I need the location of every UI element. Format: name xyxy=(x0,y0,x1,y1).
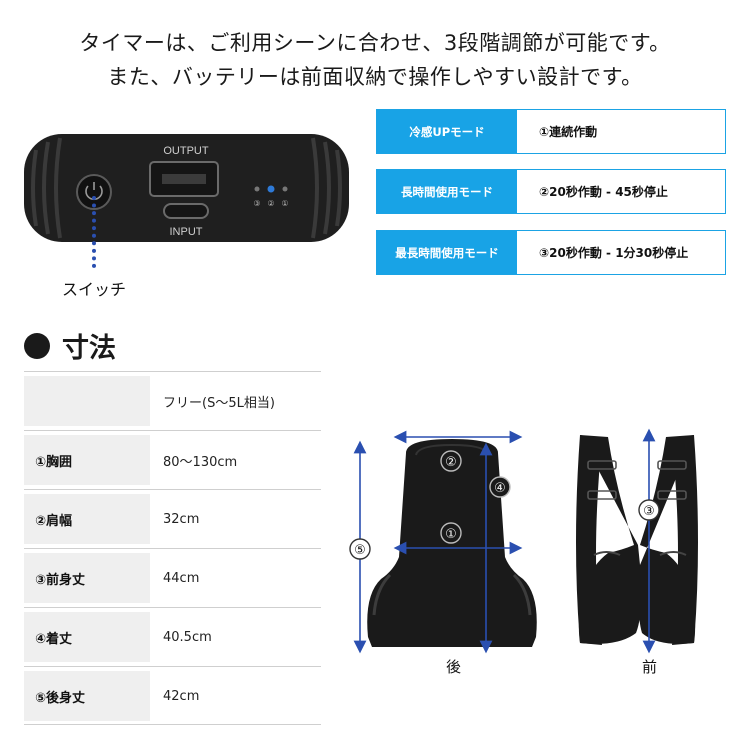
mode-name: 冷感UPモード xyxy=(377,110,517,153)
front-label: 前 xyxy=(642,658,658,676)
input-port-label: INPUT xyxy=(170,226,203,238)
usb-c-input-port xyxy=(163,203,209,219)
output-port-label: OUTPUT xyxy=(163,145,209,157)
led-1 xyxy=(282,186,288,192)
indicator-label-1: ① xyxy=(281,199,288,208)
row-value: フリー(S〜5L相当) xyxy=(163,395,275,411)
mode-row-long-use: 長時間使用モード ②20秒作動 - 45秒停止 xyxy=(376,169,726,214)
mode-name: 最長時間使用モード xyxy=(377,231,517,274)
row-label: ⑤後身丈 xyxy=(24,671,150,721)
row-value: 44cm xyxy=(163,570,200,586)
switch-label: スイッチ xyxy=(62,280,127,299)
battery-illustration: OUTPUT INPUT ③ ② ① xyxy=(24,134,349,242)
row-label: ①胸囲 xyxy=(24,435,150,485)
size-heading: 寸法 xyxy=(24,326,116,365)
row-label: ④着丈 xyxy=(24,612,150,662)
marker-1: ① xyxy=(445,527,457,542)
row-label: ②肩幅 xyxy=(24,494,150,544)
vest-measurement-diagram: ② ④ ① ⑤ ③ xyxy=(349,428,698,654)
row-value: 40.5cm xyxy=(163,629,212,645)
marker-5: ⑤ xyxy=(354,543,366,558)
row-value: 32cm xyxy=(163,511,200,527)
table-row: フリー(S〜5L相当) xyxy=(24,371,321,430)
indicator-label-2: ② xyxy=(267,199,274,208)
mode-row-longest-use: 最長時間使用モード ③20秒作動 - 1分30秒停止 xyxy=(376,230,726,275)
switch-pointer-line xyxy=(92,196,100,268)
row-value: 42cm xyxy=(163,688,200,704)
vest-front-illustration xyxy=(576,435,698,645)
back-label: 後 xyxy=(446,658,462,676)
header-line-1: タイマーは、ご利用シーンに合わせ、3段階調節が可能です。 xyxy=(79,31,671,55)
size-heading-text: 寸法 xyxy=(62,333,116,364)
bullet-dot-icon xyxy=(24,332,50,359)
marker-2: ② xyxy=(445,455,457,470)
led-3 xyxy=(254,186,260,192)
mode-name: 長時間使用モード xyxy=(377,170,517,213)
table-row: ①胸囲 80〜130cm xyxy=(24,430,321,489)
mode-row-cooling-up: 冷感UPモード ①連続作動 xyxy=(376,109,726,154)
marker-4: ④ xyxy=(494,481,506,496)
table-row: ④着丈 40.5cm xyxy=(24,607,321,666)
table-row: ③前身丈 44cm xyxy=(24,548,321,607)
mode-desc: ①連続作動 xyxy=(517,110,725,153)
marker-3: ③ xyxy=(643,504,655,519)
mode-desc: ③20秒作動 - 1分30秒停止 xyxy=(517,231,725,274)
indicator-label-3: ③ xyxy=(253,199,260,208)
table-row: ⑤後身丈 42cm xyxy=(24,666,321,725)
size-table: フリー(S〜5L相当) ①胸囲 80〜130cm ②肩幅 32cm ③前身丈 4… xyxy=(24,371,321,725)
header-line-2: また、バッテリーは前面収納で操作しやすい設計です。 xyxy=(107,65,643,89)
header: タイマーは、ご利用シーンに合わせ、3段階調節が可能です。 また、バッテリーは前面… xyxy=(0,26,750,94)
mode-desc: ②20秒作動 - 45秒停止 xyxy=(517,170,725,213)
row-label: ③前身丈 xyxy=(24,553,150,603)
table-row: ②肩幅 32cm xyxy=(24,489,321,548)
row-label xyxy=(24,376,150,426)
row-value: 80〜130cm xyxy=(163,454,238,470)
led-2 xyxy=(267,185,275,193)
